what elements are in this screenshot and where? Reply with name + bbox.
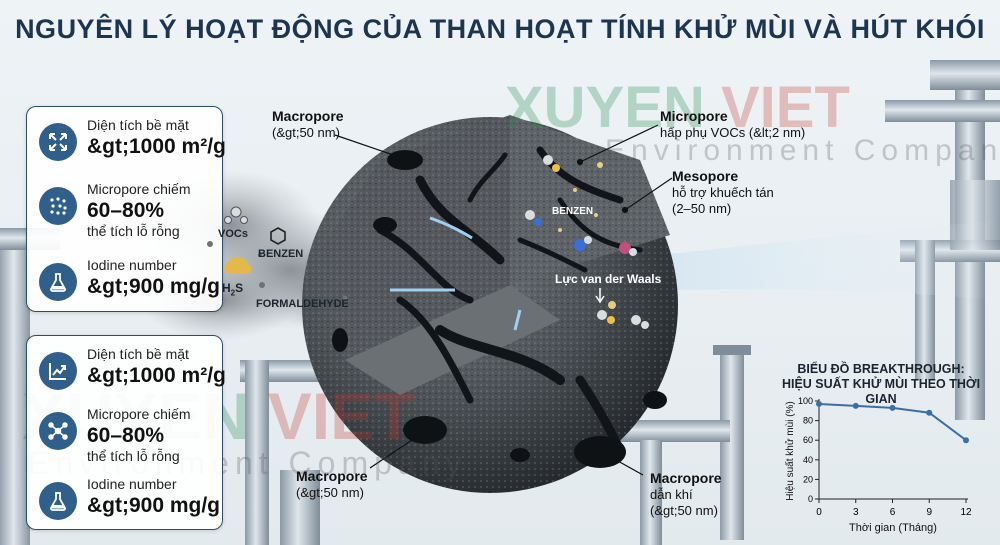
gas-label-vocs: VOCs bbox=[218, 228, 248, 240]
stat-micropore: Micropore chiếm 60–80% thể tích lỗ rỗng bbox=[35, 404, 220, 464]
label-macropore-top: Macropore (&gt;50 nm) bbox=[272, 108, 344, 141]
pore-desc: dẫn khí bbox=[650, 487, 693, 502]
gas-label-benzen: BENZEN bbox=[258, 248, 304, 260]
pore-name: Macropore bbox=[650, 470, 722, 486]
label-macropore-bottom-right: Macropore dẫn khí (&gt;50 nm) bbox=[650, 470, 722, 519]
stat-value: 60–80% bbox=[87, 424, 165, 447]
growth-chart-icon bbox=[39, 352, 77, 390]
watermark-brand-part2: VIET bbox=[720, 75, 850, 140]
chart-y-tick-label: 40 bbox=[803, 455, 813, 465]
chart-x-tick-label: 12 bbox=[960, 507, 972, 518]
stat-value: &gt;1000 m²/g bbox=[87, 135, 226, 158]
stat-label: Diện tích bề mặt bbox=[87, 346, 189, 362]
chart-x-tick-label: 6 bbox=[890, 507, 896, 518]
h2s-blob-icon bbox=[224, 256, 252, 274]
pore-name: Macropore bbox=[296, 468, 368, 484]
particle-dots bbox=[207, 241, 348, 301]
stat-label: Micropore chiếm bbox=[87, 181, 191, 197]
particles-icon bbox=[39, 187, 77, 225]
stat-value: 60–80% bbox=[87, 199, 165, 222]
stat-surface-area: Diện tích bề mặt &gt;1000 m²/g bbox=[35, 115, 226, 175]
stats-panel-bottom: Diện tích bề mặt &gt;1000 m²/g Micropore… bbox=[26, 335, 226, 530]
molecule-network-icon bbox=[39, 412, 77, 450]
stat-micropore: Micropore chiếm 60–80% thể tích lỗ rỗng bbox=[35, 179, 220, 239]
stat-iodine: Iodine number &gt;900 mg/g bbox=[35, 474, 220, 534]
pore-name: Mesopore bbox=[672, 168, 739, 184]
watermark-top: XUYEN VIET Environment Company bbox=[505, 79, 1000, 167]
chart-data-point bbox=[816, 400, 822, 407]
stat-sublabel: thể tích lỗ rỗng bbox=[87, 448, 180, 464]
pore-desc: hỗ trợ khuếch tán bbox=[672, 185, 774, 200]
pore-desc: (&gt;50 nm) bbox=[272, 125, 340, 140]
stats-panel-top: Diện tích bề mặt &gt;1000 m²/g Micropore… bbox=[26, 106, 226, 315]
flask-icon bbox=[39, 482, 77, 520]
pore-name: Micropore bbox=[660, 108, 728, 124]
chart-x-tick-label: 9 bbox=[926, 507, 932, 518]
gas-label-formaldehyde: FORMALDEHYDE bbox=[256, 298, 349, 310]
stat-iodine: Iodine number &gt;900 mg/g bbox=[35, 255, 220, 315]
page-title: NGUYÊN LÝ HOẠT ĐỘNG CỦA THAN HOẠT TÍNH K… bbox=[15, 14, 985, 44]
chart-data-point bbox=[889, 404, 896, 411]
pore-desc: (&gt;50 nm) bbox=[296, 485, 364, 500]
expand-arrows-icon bbox=[39, 123, 77, 161]
chart-y-tick-label: 80 bbox=[803, 416, 813, 426]
label-micropore: Micropore hấp phụ VOCs (&lt;2 nm) bbox=[660, 108, 805, 141]
flask-icon bbox=[39, 263, 77, 301]
pore-name: Macropore bbox=[272, 108, 344, 124]
pore-desc2: (2–50 nm) bbox=[672, 201, 732, 216]
stat-value: &gt;900 mg/g bbox=[87, 275, 221, 298]
stat-label: Iodine number bbox=[87, 476, 177, 492]
label-macropore-bottom-left: Macropore (&gt;50 nm) bbox=[296, 468, 368, 501]
label-benzen-inner: BENZEN bbox=[552, 206, 594, 217]
chart-y-label: Hiệu suất khử mùi (%) bbox=[784, 401, 796, 501]
stat-value: &gt;1000 m²/g bbox=[87, 364, 226, 387]
chart-x-label: Thời gian (Tháng) bbox=[849, 522, 937, 534]
chart-y-tick-label: 60 bbox=[803, 435, 813, 445]
label-mesopore: Mesopore hỗ trợ khuếch tán (2–50 nm) bbox=[672, 168, 774, 217]
chart-y-tick-label: 20 bbox=[803, 474, 813, 484]
chart-subtitle: HIỆU SUẤT KHỬ MÙI THEO THỜI GIAN bbox=[781, 377, 981, 406]
stat-surface-area: Diện tích bề mặt &gt;1000 m²/g bbox=[35, 344, 226, 404]
stat-value: &gt;900 mg/g bbox=[87, 494, 221, 517]
watermark-brand-part2: VIET bbox=[267, 379, 415, 453]
label-van-der-waals: Lực van der Waals bbox=[555, 272, 662, 286]
h2s-sub: 2 bbox=[230, 288, 236, 298]
chart-data-point bbox=[926, 409, 933, 416]
pore-desc: hấp phụ VOCs (&lt;2 nm) bbox=[660, 125, 806, 140]
stat-sublabel: thể tích lỗ rỗng bbox=[87, 223, 180, 239]
h2s-s: S bbox=[235, 281, 244, 295]
benzene-ring-icon bbox=[270, 227, 286, 245]
h2s-h: H bbox=[222, 281, 231, 295]
chart-title: BIỂU ĐỒ BREAKTHROUGH: bbox=[797, 362, 965, 376]
chart-y-tick-label: 100 bbox=[798, 396, 813, 406]
stat-label: Micropore chiếm bbox=[87, 406, 191, 422]
vocs-molecule-icon bbox=[224, 206, 248, 224]
watermark-brand-part1: XUYEN bbox=[505, 75, 705, 140]
stat-label: Iodine number bbox=[87, 257, 177, 273]
gas-label-h2s: H2S bbox=[222, 281, 243, 297]
stat-label: Diện tích bề mặt bbox=[87, 117, 189, 133]
watermark-subtitle: Environment Company bbox=[605, 134, 1000, 167]
pore-desc2: (&gt;50 nm) bbox=[650, 503, 718, 518]
chart-x-tick-label: 0 bbox=[816, 507, 822, 518]
chart-data-point bbox=[852, 402, 859, 409]
chart-data-point bbox=[963, 437, 969, 444]
chart-y-tick-label: 0 bbox=[808, 494, 813, 504]
chart-x-tick-label: 3 bbox=[853, 507, 859, 518]
